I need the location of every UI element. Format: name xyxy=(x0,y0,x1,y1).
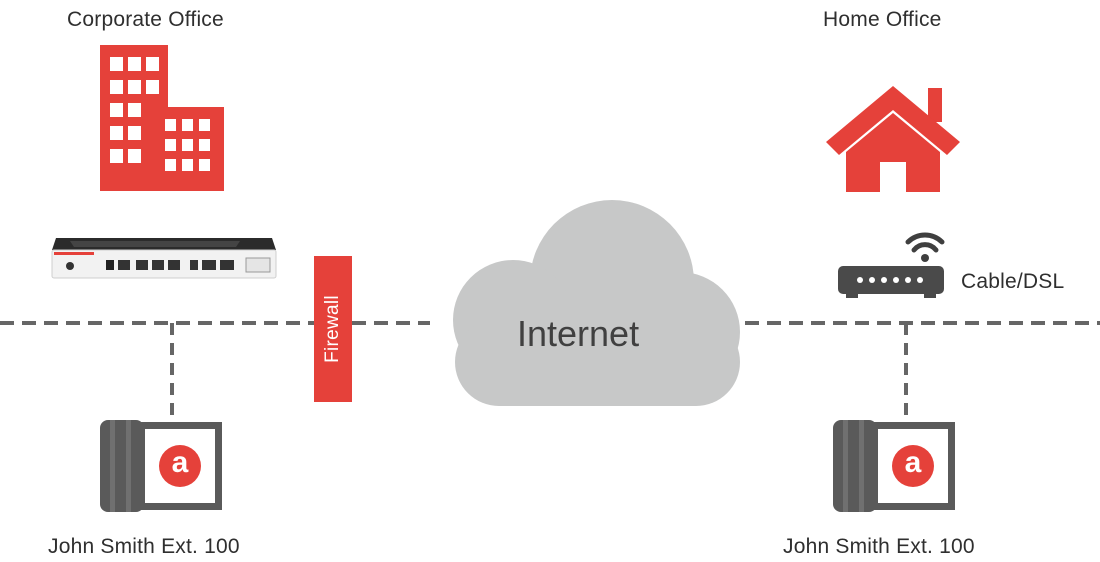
desk-phone-icon: a xyxy=(100,420,224,512)
phone-badge-letter: a xyxy=(904,446,922,479)
rack-server-icon xyxy=(51,238,277,279)
house-icon xyxy=(826,86,960,192)
phone-right-label: John Smith Ext. 100 xyxy=(783,535,975,558)
cable-dsl-label: Cable/DSL xyxy=(961,270,1065,293)
firewall: Firewall xyxy=(314,256,352,402)
firewall-label: Firewall xyxy=(322,295,343,363)
phone-badge-letter: a xyxy=(171,446,189,479)
desk-phone-icon: a xyxy=(833,420,957,512)
cloud-icon xyxy=(453,200,740,406)
corporate-office-label: Corporate Office xyxy=(67,8,224,31)
phone-left-label: John Smith Ext. 100 xyxy=(48,535,240,558)
home-office-label: Home Office xyxy=(823,8,942,31)
internet-label: Internet xyxy=(517,313,640,354)
wifi-router-icon xyxy=(838,232,945,298)
building-icon xyxy=(100,45,224,191)
